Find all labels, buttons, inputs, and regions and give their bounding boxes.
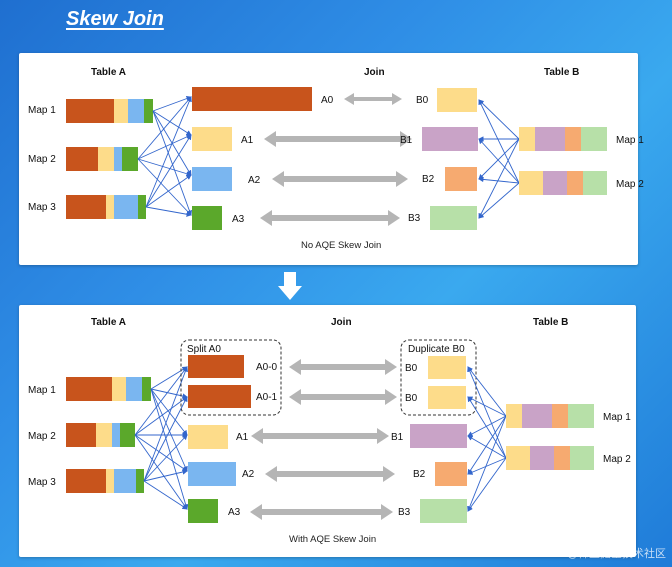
a3-label: A3 [232,214,245,225]
watermark: @稀土掘金技术社区 [567,547,666,560]
b1-label: B1 [400,135,413,146]
b0-label: B0 [416,95,429,106]
map-b-2-bar [519,171,607,195]
b1-label-aqe: B1 [391,432,404,443]
map-b-2-label: Map 2 [616,179,644,190]
partition-b0 [437,88,477,112]
shuffle-lines-b-aqe [467,366,507,512]
a1-label: A1 [241,135,254,146]
partition-b2-aqe [435,462,467,486]
b3-label: B3 [408,213,421,224]
partition-a3-aqe [188,499,218,523]
map-a-1-bar-aqe [66,377,151,401]
partition-a1-aqe [188,425,228,449]
table-a-header-aqe: Table A [91,317,126,328]
a2-label: A2 [248,175,261,186]
map-b-1-bar-aqe [506,404,594,428]
no-aqe-diagram: Table A Join Table B Map 1 Map 2 Map 3 [28,67,644,251]
map-b-2-label-aqe: Map 2 [603,454,631,465]
map-b-1-label: Map 1 [616,135,644,146]
join-header: Join [364,67,385,78]
map-a-1-bar [66,99,153,123]
partition-a0-1 [188,385,251,408]
b0-dup-label-1: B0 [405,363,418,374]
map-a-3-bar [66,195,146,219]
down-arrow-icon [278,272,302,300]
join-arrows-aqe [250,359,397,520]
partition-b3 [430,206,477,230]
shuffle-lines-a [137,96,192,217]
join-header-aqe: Join [331,317,352,328]
partition-a2-aqe [188,462,236,486]
a3-label-aqe: A3 [228,507,241,518]
map-a-3-label-aqe: Map 3 [28,477,56,488]
table-b-header-aqe: Table B [533,317,568,328]
a0-0-label: A0-0 [256,362,278,373]
b0-dup-label-2: B0 [405,393,418,404]
partition-a0 [192,87,312,111]
partition-b1 [422,127,478,151]
join-arrows [260,93,412,226]
b3-label-aqe: B3 [398,507,411,518]
map-a-3-label: Map 3 [28,202,56,213]
partition-a3 [192,206,222,230]
table-b-header: Table B [544,67,579,78]
a0-label: A0 [321,95,334,106]
map-a-2-bar [66,147,138,171]
shuffle-lines-a-aqe [134,366,189,510]
a0-1-label: A0-1 [256,392,278,403]
map-a-2-bar-aqe [66,423,135,447]
partition-b1-aqe [410,424,467,448]
aqe-diagram: Table A Join Table B Map 1 Map 2 Map 3 [28,317,631,545]
no-aqe-panel: Table A Join Table B Map 1 Map 2 Map 3 [19,53,644,265]
a2-label-aqe: A2 [242,469,255,480]
partition-b0-dup-1 [428,356,466,379]
map-a-2-label-aqe: Map 2 [28,431,56,442]
b2-label-aqe: B2 [413,469,426,480]
a1-label-aqe: A1 [236,432,249,443]
partition-b0-dup-2 [428,386,466,409]
duplicate-label: Duplicate B0 [408,344,465,355]
partition-b2 [445,167,477,191]
map-a-1-label: Map 1 [28,105,56,116]
partition-a0-0 [188,355,244,378]
split-box [180,339,282,416]
map-b-1-bar [519,127,607,151]
shuffle-lines-b [478,99,520,219]
page-title: Skew Join [66,8,164,30]
map-a-1-label-aqe: Map 1 [28,385,56,396]
caption-aqe: With AQE Skew Join [289,534,376,545]
map-b-2-bar-aqe [506,446,594,470]
partition-b3-aqe [420,499,467,523]
split-label: Split A0 [187,344,221,355]
table-a-header: Table A [91,67,126,78]
b2-label: B2 [422,174,435,185]
partition-a2 [192,167,232,191]
map-a-3-bar-aqe [66,469,144,493]
caption-no-aqe: No AQE Skew Join [301,240,381,251]
partition-a1 [192,127,232,151]
aqe-panel: Table A Join Table B Map 1 Map 2 Map 3 [19,305,636,557]
map-a-2-label: Map 2 [28,154,56,165]
map-b-1-label-aqe: Map 1 [603,412,631,423]
